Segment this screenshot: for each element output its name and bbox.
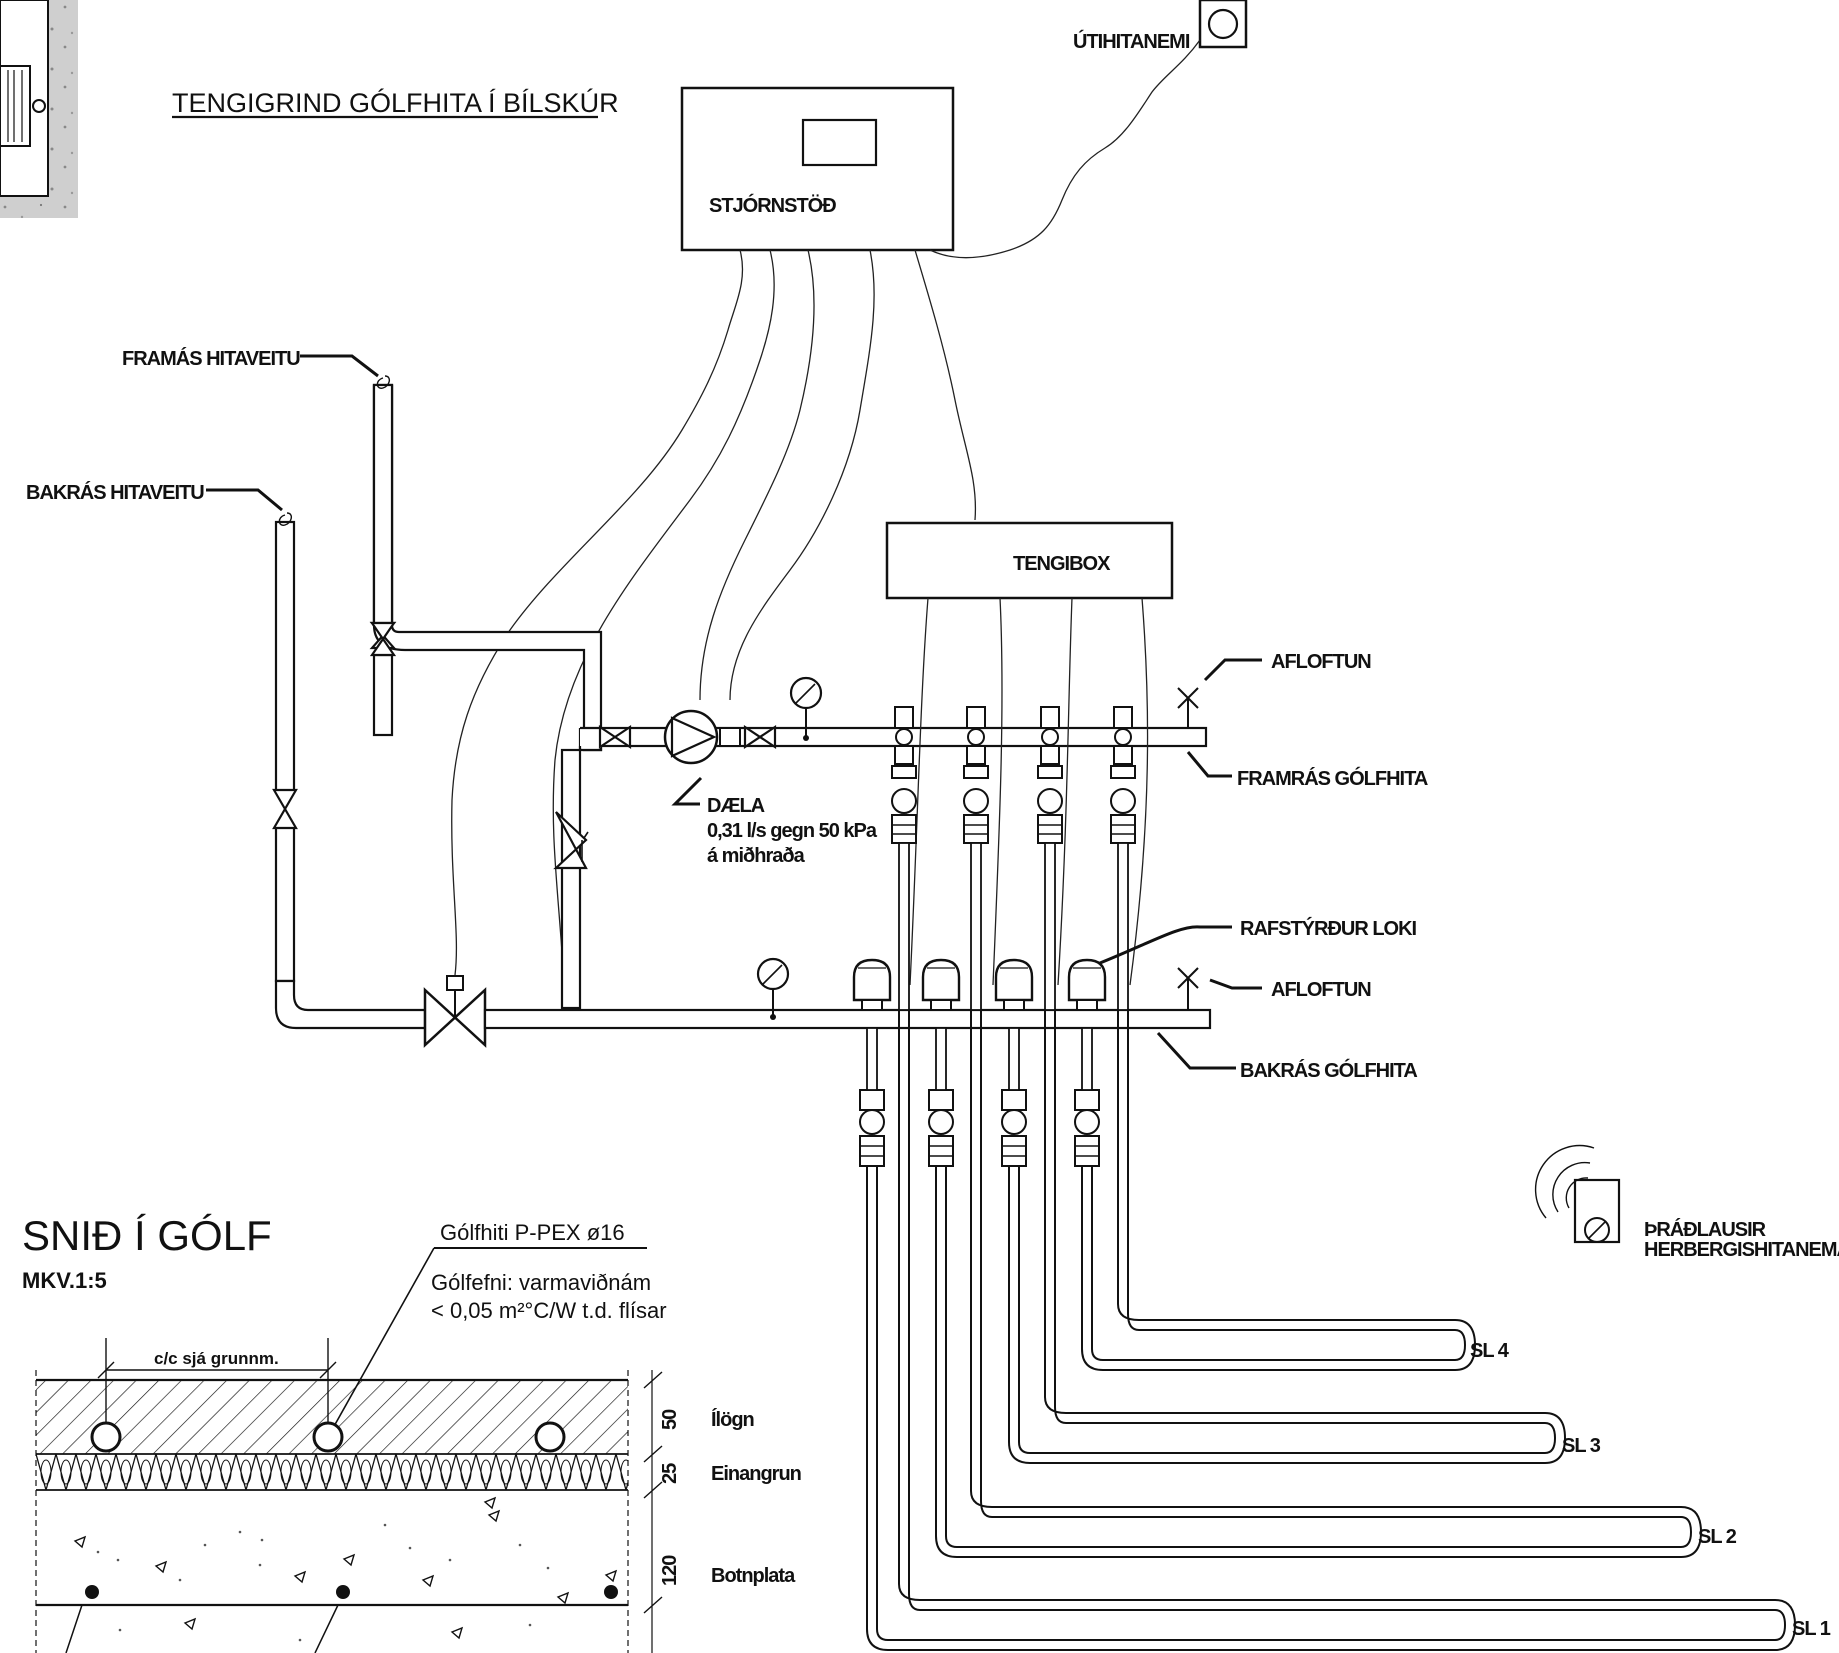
layer-thickness-3: 120 (659, 1555, 681, 1586)
return-actuator-valve (1067, 958, 1107, 1167)
controller-box (680, 86, 955, 252)
loop-label-sl4: SL 4 (1470, 1340, 1510, 1362)
wireless-label-2: HERBERGISHITANEMAR (1644, 1239, 1839, 1261)
bypass-pipe (560, 748, 582, 1010)
check-valve (553, 811, 588, 870)
supply-branch-valve (1037, 706, 1063, 844)
spacing-label: c/c sjá grunnm. (154, 1349, 279, 1368)
return-actuator-valve (852, 958, 892, 1167)
manifold-branches (852, 706, 1136, 1167)
floor-heating-loops (866, 1010, 1797, 1651)
layer-name-3: Botnplata (711, 1565, 796, 1587)
district-return-label: BAKRÁS HITAVEITU (26, 481, 204, 504)
loop-tube (935, 1010, 1703, 1558)
loop-tube (945, 1010, 1693, 1548)
loop-tube (1018, 1010, 1557, 1454)
return-actuator-valve (994, 958, 1034, 1167)
circulation-pump (663, 709, 719, 765)
loop-tube (1091, 1010, 1467, 1361)
return-actuator-valve (921, 958, 961, 1167)
return-floor-label: BAKRÁS GÓLFHITA (1240, 1058, 1417, 1082)
controller-display (801, 118, 878, 167)
vent-bottom-label: AFLOFTUN (1271, 979, 1371, 1001)
district-return-pipe (274, 520, 296, 794)
supply-branch-valve (1110, 706, 1136, 844)
junction-box (885, 521, 1174, 600)
junction-box-label: TENGIBOX (1013, 553, 1111, 575)
loop-label-sl1: SL 1 (1792, 1618, 1831, 1640)
layer-thickness-1: 50 (659, 1409, 681, 1430)
loop-label-sl2: SL 2 (1698, 1526, 1737, 1548)
outdoor-sensor (1198, 0, 1248, 49)
actuator-cables (909, 597, 1149, 986)
outdoor-sensor-cable (929, 39, 1201, 259)
layer-thickness-2: 25 (659, 1463, 681, 1484)
section-pipe-label: Gólfhiti P-PEX ø16 (440, 1220, 625, 1245)
pump-speed: á miðhraða (707, 845, 806, 867)
wireless-label-1: ÞRÁÐLAUSIR (1644, 1218, 1767, 1241)
return-pressure-gauge-icon (756, 957, 790, 1020)
wall-cabinet-icon (0, 0, 78, 218)
supply-floor-label: FRAMRÁS GÓLFHITA (1237, 766, 1428, 790)
actuator-label: RAFSTÝRÐUR LOKI (1240, 916, 1417, 940)
mixing-valve (423, 975, 487, 1048)
section-floor-line1: Gólfefni: varmaviðnám (431, 1270, 651, 1295)
district-supply-label: FRAMÁS HITAVEITU (122, 347, 300, 370)
vent-bottom-icon (1177, 967, 1199, 1010)
section-floor-line2: < 0,05 m²°C/W t.d. flísar (431, 1298, 667, 1323)
supply-pressure-gauge-icon (789, 676, 823, 741)
district-return-valve (272, 788, 298, 830)
vent-top-label: AFLOFTUN (1271, 651, 1371, 673)
district-supply-pipe (372, 383, 603, 752)
outdoor-sensor-label: ÚTIHITANEMI (1073, 29, 1190, 53)
floor-section-drawing (35, 1370, 663, 1653)
controller-label: STJÓRNSTÖÐ (709, 193, 836, 217)
section-scale: MKV.1:5 (22, 1268, 107, 1293)
layer-name-1: Ílögn (711, 1408, 754, 1431)
wireless-room-sensor-icon (1534, 1144, 1621, 1244)
control-cables (451, 249, 977, 1001)
layer-name-2: Einangrun (711, 1463, 801, 1485)
section-title: SNIÐ Í GÓLF (22, 1212, 272, 1259)
loop-label-sl3: SL 3 (1562, 1435, 1601, 1457)
loop-tube (876, 1010, 1787, 1641)
pump-spec: 0,31 l/s gegn 50 kPa (707, 820, 878, 842)
supply-branch-valve (963, 706, 989, 844)
return-manifold (483, 1008, 1212, 1030)
supply-branch-valve (891, 706, 917, 844)
vent-top-icon (1177, 687, 1199, 728)
diagram-title: TENGIGRIND GÓLFHITA Í BÍLSKÚR (172, 87, 619, 118)
pump-label: DÆLA (707, 795, 765, 817)
